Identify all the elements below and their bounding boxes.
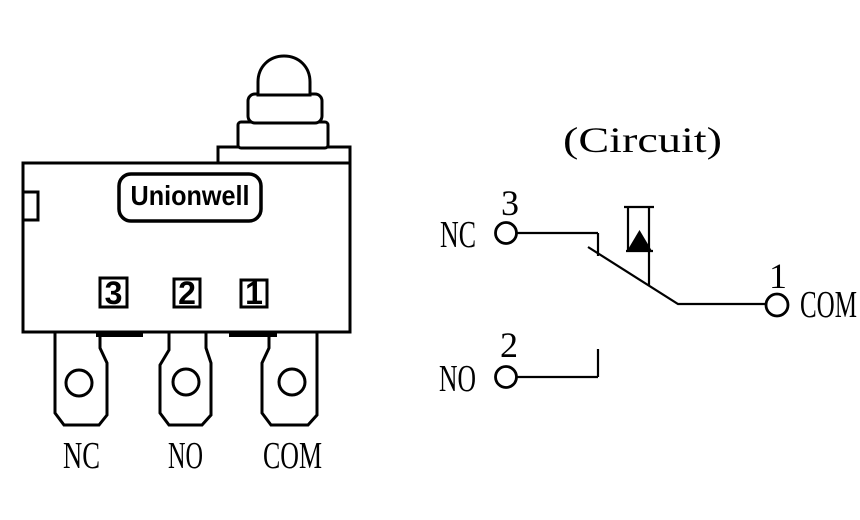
nc-pin-number: 3 (501, 183, 519, 223)
blade-outline (53, 330, 109, 427)
circuit-plunger-symbol (624, 205, 654, 285)
nc-contact-circle (494, 221, 518, 245)
terminal-hole-icon (277, 367, 307, 397)
nc-label: NC (440, 214, 476, 256)
badge-number: 3 (105, 275, 123, 311)
blade-outline (158, 330, 213, 427)
circuit-com-branch: 1 COM (587, 246, 857, 326)
terminals (53, 330, 319, 427)
terminal-badge-3: 3 (98, 275, 129, 311)
terminal-label-no: NO (168, 435, 203, 477)
contact-blade-line (587, 246, 766, 306)
badge-box (172, 277, 202, 309)
terminal-label-com: COM (263, 435, 322, 477)
switch-drawing: Unionwell 3 2 1 (21, 54, 352, 477)
switch-body (21, 161, 352, 334)
terminal-blade-com (260, 330, 319, 427)
badge-box (98, 276, 129, 309)
base-slot-left (96, 331, 143, 337)
plunger (216, 54, 352, 166)
side-notch (21, 190, 40, 222)
terminal-blade-no (158, 330, 213, 427)
plunger-collar (216, 145, 352, 166)
no-contact-circle (494, 365, 518, 389)
plunger-shaft-lines (624, 205, 654, 285)
plunger-dome (256, 54, 312, 97)
plunger-arrow-icon (627, 230, 652, 251)
terminal-badges: 3 2 1 (98, 275, 269, 311)
badge-box (239, 278, 269, 309)
circuit-title: (Circuit) (563, 120, 722, 160)
circuit-nc-branch: 3 NC (440, 183, 600, 256)
no-wire (517, 349, 600, 379)
com-pin-number: 1 (769, 256, 787, 296)
plunger-lower-tier (236, 120, 330, 150)
blade-outline (260, 330, 319, 427)
badge-number: 1 (245, 275, 263, 311)
no-label: NO (439, 358, 476, 400)
terminal-badge-1: 1 (239, 275, 269, 311)
com-contact-circle (764, 292, 790, 318)
com-label: COM (800, 284, 857, 326)
nc-wire (517, 231, 600, 256)
brand-label-box (117, 172, 263, 223)
badge-number: 2 (178, 275, 196, 311)
brand-label: Unionwell (117, 172, 263, 223)
plunger-upper-tier (246, 92, 324, 125)
no-pin-number: 2 (500, 325, 518, 365)
terminal-badge-2: 2 (172, 275, 202, 311)
circuit-no-branch: 2 NO (439, 325, 600, 400)
terminal-hole-icon (171, 367, 201, 397)
terminal-label-nc: NC (63, 435, 100, 477)
circuit-diagram: (Circuit) 3 NC 2 NO 1 COM (439, 120, 857, 400)
terminal-blade-nc (53, 330, 109, 427)
terminal-labels: NC NO COM (63, 435, 322, 477)
base-slot-right (229, 331, 277, 337)
terminal-hole-icon (64, 368, 94, 398)
brand-label-text: Unionwell (131, 180, 250, 211)
